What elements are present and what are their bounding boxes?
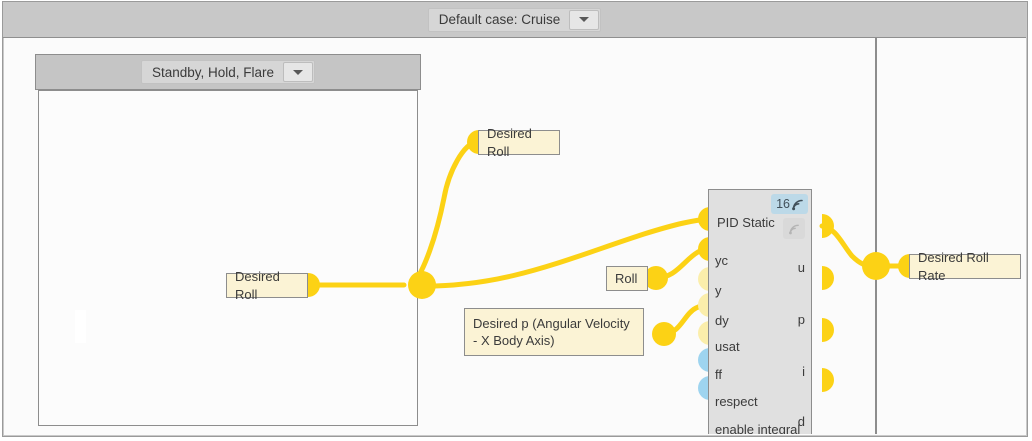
port-in-dy[interactable]	[698, 267, 710, 291]
port-label-p: p	[797, 312, 805, 327]
port-out-u[interactable]	[822, 214, 834, 238]
port-label-usat: usat	[715, 339, 740, 354]
note-roll[interactable]: Roll	[606, 266, 648, 291]
note-desired-p[interactable]: Desired p (Angular Velocity - X Body Axi…	[464, 308, 644, 356]
note-label: Roll	[615, 270, 638, 286]
port-label-ff: ff	[715, 367, 722, 382]
state-selector-dropdown[interactable]: Standby, Hold, Flare	[140, 60, 316, 84]
port-in-respect[interactable]	[698, 348, 710, 372]
wire-junction-to-yc	[413, 216, 713, 289]
note-port-roll[interactable]	[644, 266, 668, 290]
pid-secondary-signal-badge[interactable]	[783, 218, 805, 239]
port-label-d: d	[797, 414, 805, 429]
note-label: Desired Roll	[487, 126, 532, 159]
pid-static-block[interactable]: 16 PID Static	[708, 189, 812, 434]
wire-junction-right[interactable]	[862, 252, 890, 280]
port-in-enable-integral[interactable]	[698, 376, 710, 400]
canvas-right-boundary	[875, 38, 877, 434]
default-case-dropdown-label: Default case: Cruise	[438, 12, 561, 27]
chevron-down-icon[interactable]	[283, 62, 314, 82]
port-label-u: u	[797, 260, 805, 275]
port-out-p[interactable]	[822, 266, 834, 290]
port-in-usat[interactable]	[698, 293, 710, 317]
port-label-enable-integral: enable integral	[715, 422, 801, 434]
pid-sample-rate-badge[interactable]: 16	[771, 194, 808, 214]
port-in-yc[interactable]	[698, 207, 710, 231]
diagram-canvas[interactable]: Standby, Hold, Flare	[4, 38, 1025, 434]
port-label-respect: respect	[715, 394, 758, 409]
port-label-y: y	[715, 283, 722, 298]
pid-block-title: PID Static	[717, 215, 775, 230]
note-desired-roll-upper[interactable]: Desired Roll	[478, 126, 560, 159]
port-label-i: i	[802, 364, 805, 379]
note-desired-roll-rate[interactable]: Desired Roll Rate	[909, 250, 1021, 283]
port-in-ff[interactable]	[698, 321, 710, 345]
port-in-y[interactable]	[698, 237, 710, 261]
state-subpanel-header: Standby, Hold, Flare	[35, 54, 421, 90]
signal-icon	[792, 199, 803, 210]
port-label-dy: dy	[715, 313, 729, 328]
state-selector-dropdown-label: Standby, Hold, Flare	[151, 64, 275, 80]
note-desired-roll-left[interactable]: Desired Roll	[226, 269, 308, 302]
window-header-bar: Default case: Cruise	[3, 2, 1026, 38]
default-case-dropdown[interactable]: Default case: Cruise	[427, 7, 602, 32]
port-out-i[interactable]	[822, 318, 834, 342]
state-subpanel-body[interactable]	[38, 90, 418, 426]
ghost-placeholder	[75, 310, 86, 343]
wire-junction-to-desired-roll-upper	[411, 139, 479, 286]
signal-icon-disabled	[788, 224, 799, 234]
state-subpanel: Standby, Hold, Flare	[35, 54, 421, 428]
pid-sample-rate-value: 16	[776, 197, 790, 211]
note-label: Desired Roll Rate	[918, 250, 989, 283]
port-out-d[interactable]	[822, 368, 834, 392]
note-label: Desired p (Angular Velocity - X Body Axi…	[473, 315, 630, 348]
port-label-yc: yc	[715, 253, 728, 268]
chevron-down-icon[interactable]	[569, 9, 600, 30]
note-port-desired-p[interactable]	[652, 322, 676, 346]
wire-junction-left[interactable]	[408, 271, 436, 299]
note-label: Desired Roll	[235, 269, 280, 302]
wire-layer	[308, 139, 907, 337]
